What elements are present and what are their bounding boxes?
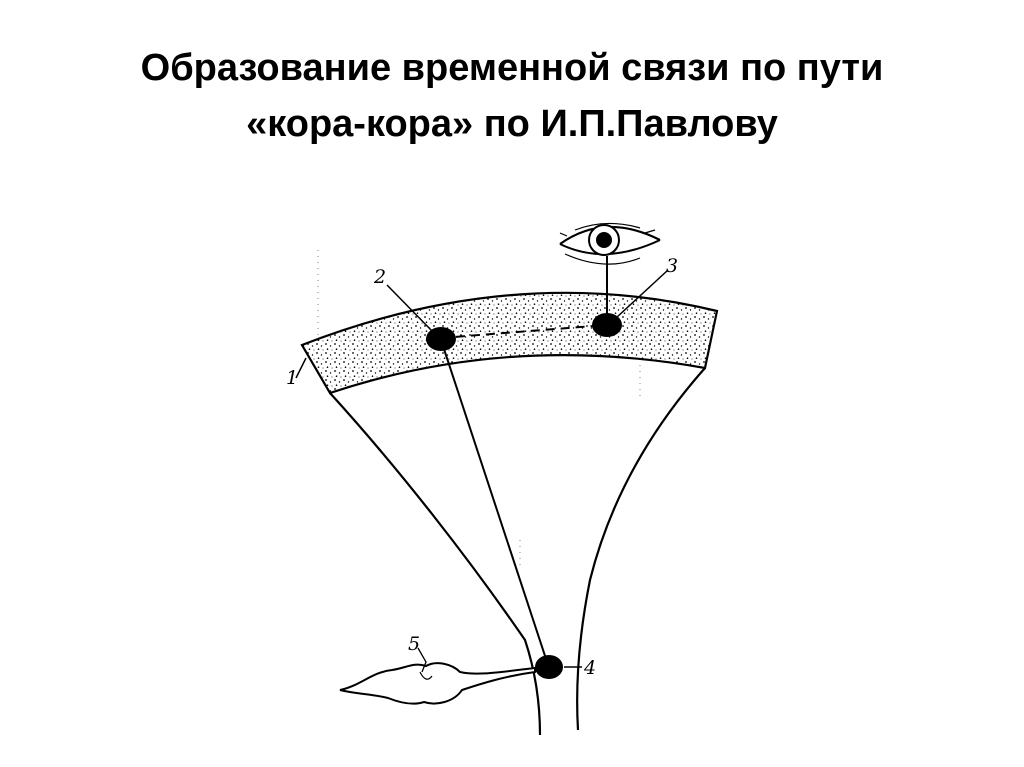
slide-title: Образование временной связи по пути «кор… [0,40,1024,152]
cortex-band [300,291,719,395]
neuron-3 [592,313,622,337]
leader-1 [295,357,307,379]
stomach-detail [419,671,433,680]
leader-2 [386,284,434,333]
neuron-4 [535,655,563,679]
brainstem-left-wall [329,392,542,736]
label-4: 4 [583,657,596,679]
neuron-2 [426,327,456,351]
eye-icon [559,222,661,265]
label-2: 2 [373,266,386,288]
temporary-connection-dashed [440,324,607,339]
leader-5 [417,647,427,673]
label-5: 5 [408,633,420,655]
slide-title-line-2: «кора-кора» по И.П.Павлову [246,103,778,145]
pathway-2-to-4 [440,339,549,666]
label-3: 3 [666,255,678,277]
stomach-icon [339,662,536,705]
leader-3 [615,269,669,319]
brainstem-right-wall [576,367,706,731]
slide-title-line-1: Образование временной связи по пути [140,47,884,89]
label-1: 1 [286,367,298,389]
